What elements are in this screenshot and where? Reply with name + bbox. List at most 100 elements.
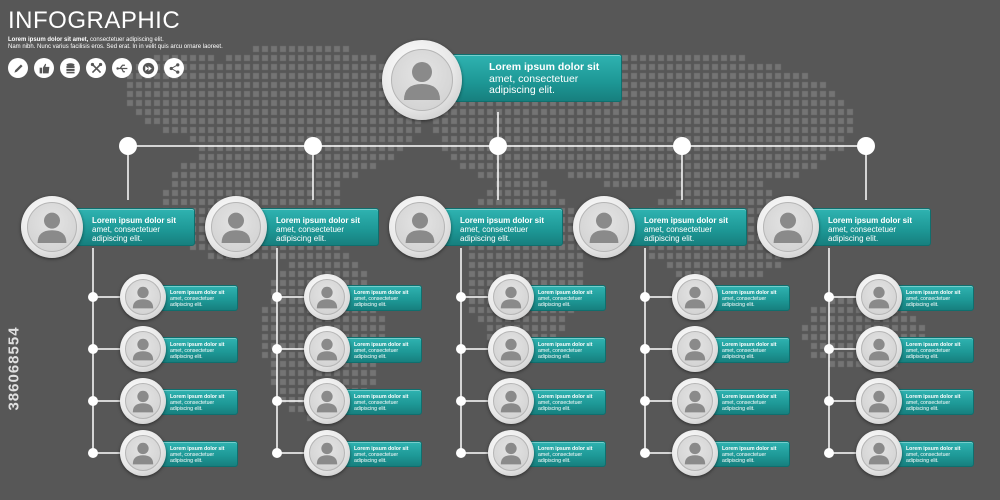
node-line2: amet, consectetuer bbox=[354, 400, 399, 406]
node-line1: Lorem ipsum dolor sit bbox=[828, 216, 913, 225]
node-line1: Lorem ipsum dolor sit bbox=[92, 216, 177, 225]
pen-icon bbox=[8, 58, 28, 78]
node-line3: adipiscing elit. bbox=[354, 354, 387, 360]
avatar-circle bbox=[120, 274, 166, 320]
node-line2: amet, consectetuer bbox=[489, 72, 579, 85]
connector-dot bbox=[824, 396, 834, 406]
avatar-circle bbox=[304, 274, 350, 320]
person-icon bbox=[309, 279, 345, 315]
person-icon bbox=[493, 435, 529, 471]
connector-dot bbox=[272, 396, 282, 406]
person-icon bbox=[861, 279, 897, 315]
node-line1: Lorem ipsum dolor sit bbox=[906, 446, 961, 452]
avatar-circle bbox=[488, 430, 534, 476]
node-line2: amet, consectetuer bbox=[722, 400, 767, 406]
person-icon bbox=[677, 383, 713, 419]
connector-dot bbox=[640, 448, 650, 458]
connector-dot bbox=[456, 344, 466, 354]
avatar-circle bbox=[120, 378, 166, 424]
person-icon bbox=[861, 383, 897, 419]
stock-id-text: 386068554 bbox=[5, 326, 23, 411]
node-line1: Lorem ipsum dolor sit bbox=[170, 342, 225, 348]
node-line2: amet, consectetuer bbox=[354, 348, 399, 354]
person-icon bbox=[677, 279, 713, 315]
node-line1: Lorem ipsum dolor sit bbox=[538, 342, 593, 348]
node-line1: Lorem ipsum dolor sit bbox=[354, 290, 409, 296]
connector-dot bbox=[456, 292, 466, 302]
person-icon bbox=[677, 435, 713, 471]
node-line3: adipiscing elit. bbox=[354, 458, 387, 464]
avatar-circle bbox=[573, 196, 635, 258]
node-line1: Lorem ipsum dolor sit bbox=[722, 394, 777, 400]
node-line3: adipiscing elit. bbox=[354, 406, 387, 412]
node-line3: adipiscing elit. bbox=[906, 354, 939, 360]
avatar-circle bbox=[21, 196, 83, 258]
avatar-circle bbox=[856, 274, 902, 320]
avatar-circle bbox=[856, 326, 902, 372]
person-icon bbox=[493, 383, 529, 419]
person-icon bbox=[309, 383, 345, 419]
infographic-header: INFOGRAPHIC Lorem ipsum dolor sit amet, … bbox=[8, 8, 268, 51]
connector-dot bbox=[272, 344, 282, 354]
person-icon bbox=[211, 202, 261, 252]
node-line2: amet, consectetuer bbox=[722, 296, 767, 302]
connector-dot bbox=[640, 344, 650, 354]
node-line1: Lorem ipsum dolor sit bbox=[906, 394, 961, 400]
node-line3: adipiscing elit. bbox=[644, 234, 695, 243]
node-line1: Lorem ipsum dolor sit bbox=[489, 61, 600, 73]
fast-forward-icon bbox=[138, 58, 158, 78]
icon-row bbox=[8, 58, 184, 78]
person-icon bbox=[493, 331, 529, 367]
person-icon bbox=[861, 435, 897, 471]
connector-dot bbox=[640, 292, 650, 302]
avatar-circle bbox=[488, 274, 534, 320]
node-line3: adipiscing elit. bbox=[722, 458, 755, 464]
node-line3: adipiscing elit. bbox=[722, 302, 755, 308]
avatar-circle bbox=[205, 196, 267, 258]
subtitle-line2: Nam nibh. Nunc varius facilisis eros. Se… bbox=[8, 44, 223, 50]
node-line3: adipiscing elit. bbox=[906, 458, 939, 464]
avatar-circle bbox=[389, 196, 451, 258]
infographic-subtitle: Lorem ipsum dolor sit amet, consectetuer… bbox=[8, 37, 268, 51]
node-line1: Lorem ipsum dolor sit bbox=[644, 216, 729, 225]
avatar-circle bbox=[672, 274, 718, 320]
node-line3: adipiscing elit. bbox=[538, 406, 571, 412]
node-line1: Lorem ipsum dolor sit bbox=[170, 446, 225, 452]
node-line1: Lorem ipsum dolor sit bbox=[906, 290, 961, 296]
avatar-circle bbox=[757, 196, 819, 258]
database-icon bbox=[60, 58, 80, 78]
connector-dot bbox=[824, 344, 834, 354]
thumbs-up-icon bbox=[34, 58, 54, 78]
node-line3: adipiscing elit. bbox=[170, 302, 203, 308]
person-icon bbox=[125, 435, 161, 471]
node-line1: Lorem ipsum dolor sit bbox=[538, 394, 593, 400]
node-line2: amet, consectetuer bbox=[538, 296, 583, 302]
node-line3: adipiscing elit. bbox=[170, 458, 203, 464]
avatar-circle bbox=[304, 430, 350, 476]
node-line2: amet, consectetuer bbox=[538, 452, 583, 458]
person-icon bbox=[391, 49, 453, 111]
person-icon bbox=[125, 331, 161, 367]
node-line3: adipiscing elit. bbox=[170, 406, 203, 412]
node-line1: Lorem ipsum dolor sit bbox=[906, 342, 961, 348]
node-line1: Lorem ipsum dolor sit bbox=[460, 216, 545, 225]
person-icon bbox=[309, 331, 345, 367]
connector-dot bbox=[272, 448, 282, 458]
node-line3: adipiscing elit. bbox=[538, 458, 571, 464]
node-line2: amet, consectetuer bbox=[92, 225, 161, 234]
node-line3: adipiscing elit. bbox=[906, 406, 939, 412]
node-line1: Lorem ipsum dolor sit bbox=[170, 290, 225, 296]
avatar-circle bbox=[672, 378, 718, 424]
subtitle-rest: consectetuer adipiscing elit. bbox=[88, 37, 164, 43]
person-icon bbox=[677, 331, 713, 367]
avatar-circle bbox=[672, 326, 718, 372]
usb-icon bbox=[112, 58, 132, 78]
